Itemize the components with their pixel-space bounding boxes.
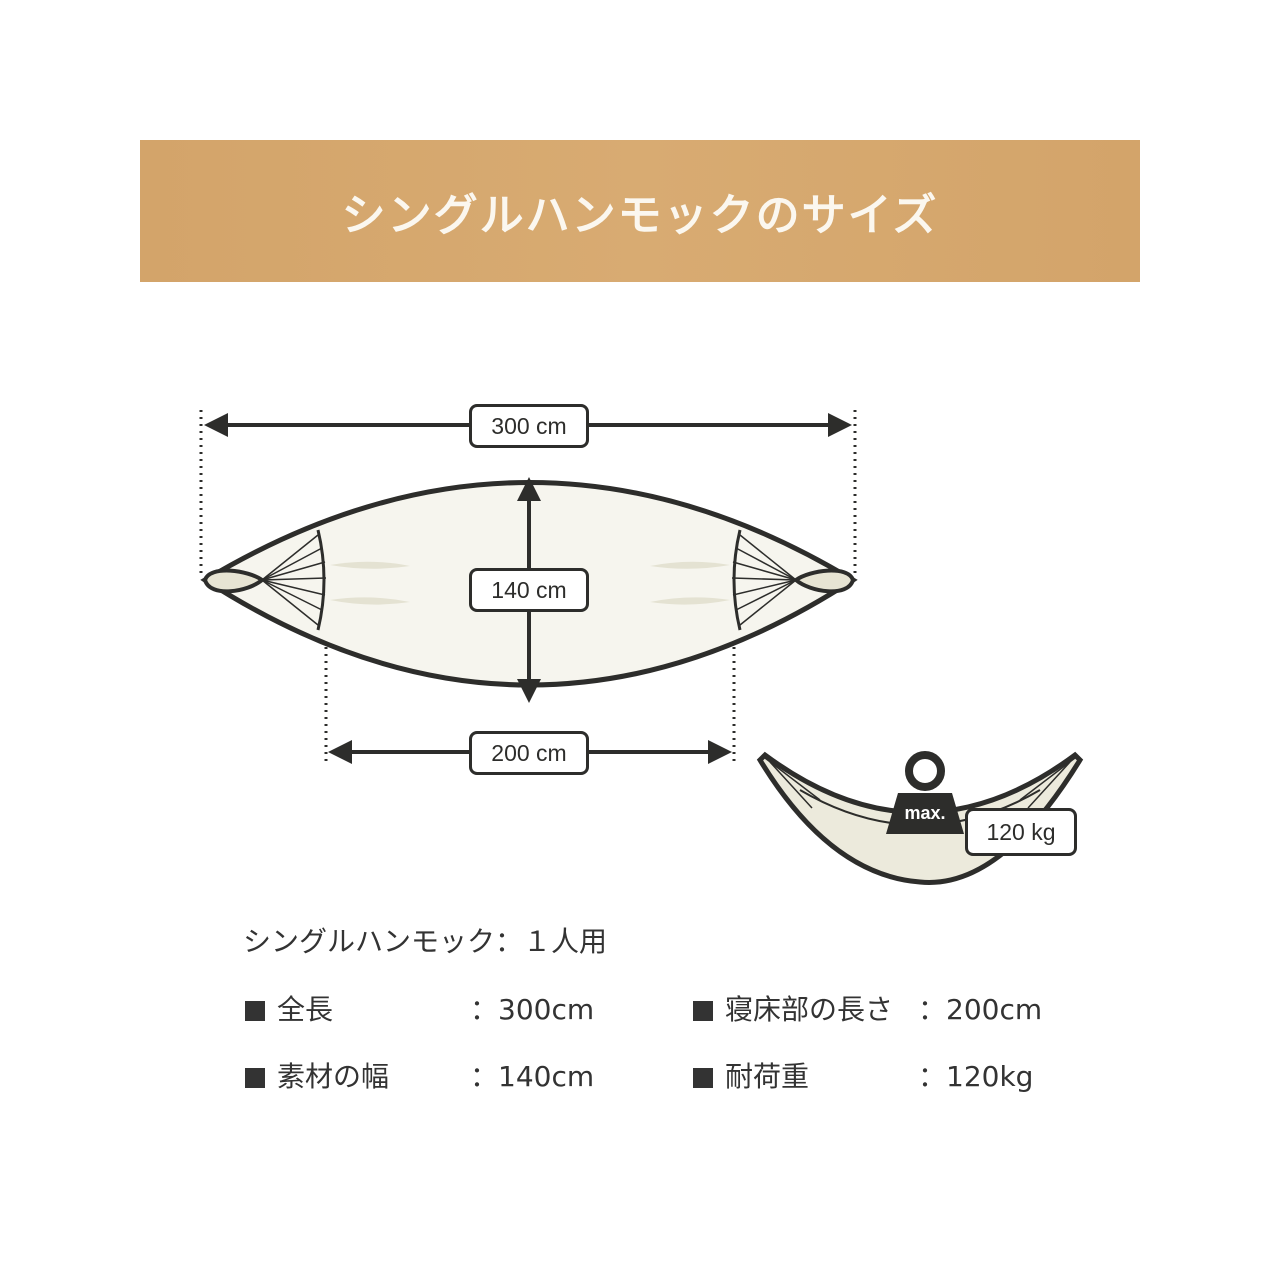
spec-label: 素材の幅 <box>277 1060 390 1093</box>
bed-length-label: 200 cm <box>469 731 589 775</box>
bullet-square-icon <box>245 1001 265 1021</box>
total-length-label: 300 cm <box>469 404 589 448</box>
bullet-square-icon <box>693 1068 713 1088</box>
weight-badge-text: max. <box>904 803 946 823</box>
page-title: シングルハンモックのサイズ <box>341 190 939 241</box>
spec-bed-length: 寝床部の長さ <box>693 988 893 1028</box>
spec-value: ：140cm <box>470 1060 595 1093</box>
spec-load-capacity: 耐荷重 <box>693 1055 809 1095</box>
summary-text: シングルハンモック：１人用 <box>243 925 608 958</box>
spec-fabric-width: 素材の幅 <box>245 1055 389 1095</box>
guide-lines <box>199 410 857 765</box>
spec-label: 全長 <box>277 993 334 1026</box>
spec-value: ：300cm <box>470 993 595 1026</box>
max-load-label: 120 kg <box>965 808 1077 856</box>
bullet-square-icon <box>245 1068 265 1088</box>
spec-label: 寝床部の長さ <box>725 993 894 1026</box>
spec-label: 耐荷重 <box>725 1060 810 1093</box>
spec-value: ：200cm <box>918 993 1043 1026</box>
bullet-square-icon <box>693 1001 713 1021</box>
width-label: 140 cm <box>469 568 589 612</box>
title-banner: シングルハンモックのサイズ <box>140 140 1140 282</box>
spec-total-length: 全長 <box>245 988 333 1028</box>
spec-value: ：120kg <box>918 1060 1034 1093</box>
